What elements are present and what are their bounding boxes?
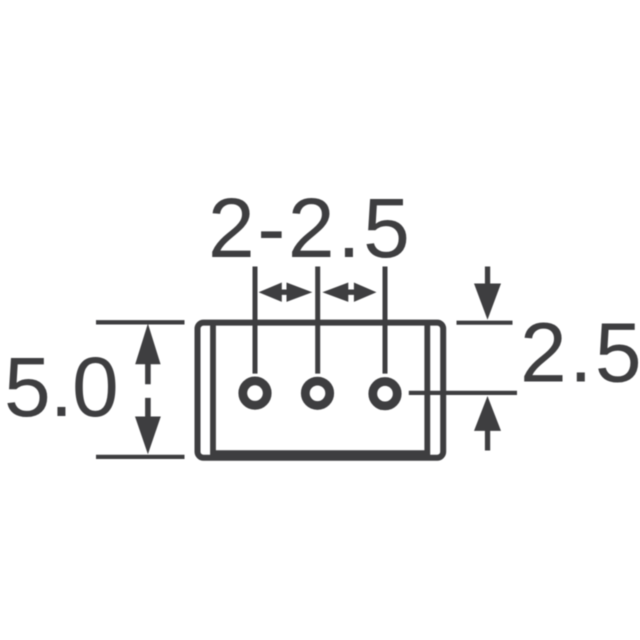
svg-text:2-2.5: 2-2.5	[208, 181, 412, 275]
svg-text:2.5: 2.5	[520, 306, 640, 400]
svg-text:5.0: 5.0	[4, 340, 118, 434]
